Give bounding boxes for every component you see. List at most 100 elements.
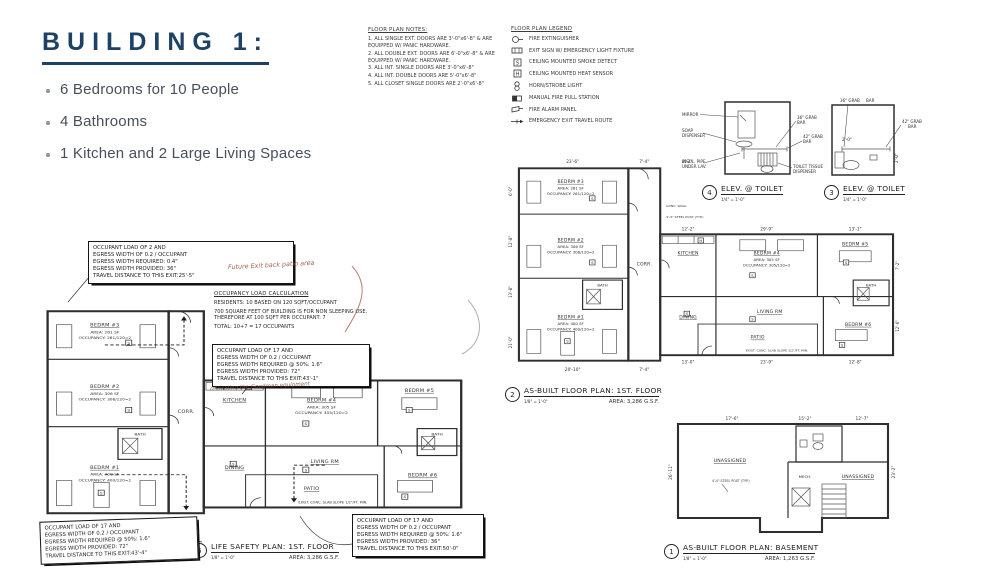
svg-text:BATH: BATH <box>597 284 607 288</box>
svg-text:36" GRAB: 36" GRAB <box>840 98 860 103</box>
life-safety-title: 5 LIFE SAFETY PLAN: 1ST. FLOOR 1/8" = 1'… <box>192 542 339 561</box>
legend-row: HORN/STROBE LIGHT <box>511 81 657 91</box>
as-built-first-floor-plan: S S S S S S S S H BEDRM #3 AREA: 261 SF … <box>508 159 900 372</box>
svg-text:BEDRM #1: BEDRM #1 <box>557 315 583 321</box>
svg-text:H: H <box>699 239 702 243</box>
callout-line: OCCUPANT LOAD OF 2 AND <box>93 245 166 251</box>
svg-text:7'-2": 7'-2" <box>895 261 900 270</box>
legend-label: CEILING MOUNTED HEAT SENSOR <box>529 70 614 77</box>
horn-strobe-icon <box>511 81 524 91</box>
occupancy-calc-line: 700 SQUARE FEET OF BUILDING IS FOR NON S… <box>214 308 368 322</box>
svg-text:MECH.: MECH. <box>799 474 812 479</box>
svg-text:26'-11": 26'-11" <box>668 464 674 480</box>
svg-text:S: S <box>127 341 130 346</box>
svg-text:S: S <box>408 408 411 413</box>
elevation-4-fixtures <box>735 110 788 173</box>
svg-text:S: S <box>232 462 235 467</box>
svg-text:EXIST. CONC. SLAB SLOPE 1/2"/F: EXIST. CONC. SLAB SLOPE 1/2"/FT. MIN. <box>746 349 808 353</box>
callout-line: EGRESS WIDTH REQUIRED: 0.4" <box>93 259 178 266</box>
svg-text:S: S <box>845 261 848 265</box>
note-line: 3. ALL INT. SINGLE DOORS ARE 3'-0"x6'-8" <box>368 65 474 72</box>
detail-number-circle: 3 <box>824 185 839 200</box>
svg-text:CORR.: CORR. <box>637 262 652 268</box>
smoke-detector-symbols: S S S S S S S S H <box>97 339 413 500</box>
legend-row: EXIT SIGN W/ EMERGENCY LIGHT FIXTURE <box>511 46 657 55</box>
basement-title: 1 AS-BUILT FLOOR PLAN: BASEMENT 1/8" = 1… <box>664 543 818 562</box>
bullet-kitchen: 1 Kitchen and 2 Large Living Spaces <box>60 145 311 162</box>
fire-extinguisher-icon <box>511 35 524 44</box>
basement-dimensions: 17'-6" 15'-2" 12'-7" 26'-11" 23'-2" <box>668 416 897 480</box>
svg-text:17'-6": 17'-6" <box>726 416 739 422</box>
svg-text:42" GRAB: 42" GRAB <box>803 134 823 139</box>
drawing-title: LIFE SAFETY PLAN: 1ST. FLOOR <box>211 542 339 553</box>
callout-line: EGRESS WIDTH PROVIDED: 36" <box>357 539 440 546</box>
callout-line: EGRESS WIDTH REQUIRED @ 50%: 1.6" <box>217 362 323 369</box>
svg-text:12'-6": 12'-6" <box>895 320 900 332</box>
svg-text:AREA: 400 SF: AREA: 400 SF <box>90 472 120 477</box>
svg-text:13'-8": 13'-8" <box>508 286 513 298</box>
emergency-exit-travel-routes <box>104 316 325 511</box>
svg-text:CONC. WALK: CONC. WALK <box>666 204 687 208</box>
smoke-detector-symbols: S S S S S S S S H <box>564 195 850 348</box>
legend-label: FIRE EXTINGUISHER <box>529 36 579 43</box>
svg-text:2'-0": 2'-0" <box>894 153 899 163</box>
bullet-bathrooms: 4 Bathrooms <box>60 113 311 130</box>
door-swings <box>628 168 840 356</box>
svg-text:21'-0": 21'-0" <box>508 336 513 348</box>
elevation-4-title: 4 ELEV. @ TOILET 1/4" = 1'-0" <box>702 184 784 202</box>
svg-text:BATH: BATH <box>134 432 145 437</box>
svg-text:OCCUPANCY: 400/120=2: OCCUPANCY: 400/120=2 <box>547 328 595 332</box>
legend-row: MANUAL FIRE PULL STATION <box>511 94 657 103</box>
legend-label: MANUAL FIRE PULL STATION <box>529 95 600 102</box>
svg-text:AREA: 261 SF: AREA: 261 SF <box>558 187 584 191</box>
svg-text:BAR: BAR <box>908 124 917 129</box>
callout-line: EGRESS WIDTH PROVIDED: 72" <box>217 369 300 376</box>
elevation-4-walls <box>724 101 791 175</box>
elevation-3-fixtures <box>834 146 891 170</box>
legend-label: EMERGENCY EXIT TRAVEL ROUTE <box>529 118 613 125</box>
svg-text:BEDRM #5: BEDRM #5 <box>842 241 868 247</box>
svg-text:UNDER LAV.: UNDER LAV. <box>682 164 706 169</box>
plan-furniture <box>526 180 872 356</box>
svg-text:S: S <box>591 197 594 201</box>
svg-text:KITCHEN: KITCHEN <box>678 251 699 257</box>
svg-text:S: S <box>591 261 594 265</box>
svg-text:AREA: 306 SF: AREA: 306 SF <box>90 391 120 396</box>
occupancy-calc-title: OCCUPANCY LOAD CALCULATION <box>214 291 309 297</box>
feature-list: 6 Bedrooms for 10 People 4 Bathrooms 1 K… <box>46 81 311 162</box>
callout-line: EGRESS WIDTH REQUIRED @ 50%: 1.6" <box>357 532 463 539</box>
svg-text:4'-0" STEEL POST (TYP.): 4'-0" STEEL POST (TYP.) <box>712 479 750 483</box>
plan-walls <box>517 167 895 362</box>
svg-text:12'-7": 12'-7" <box>856 416 869 422</box>
svg-text:DISPENSER: DISPENSER <box>793 169 816 174</box>
callout-line: EGRESS WIDTH OF 0.2 / OCCUPANT <box>357 525 452 532</box>
egress-callout-exit-d: OCCUPANT LOAD OF 17 AND EGRESS WIDTH OF … <box>352 514 484 558</box>
callout-line: TRAVEL DISTANCE TO THIS EXIT:43'-1" <box>217 376 319 383</box>
svg-text:BEDRM #2: BEDRM #2 <box>557 238 583 244</box>
floor-plan-notes: FLOOR PLAN NOTES: 1. ALL SINGLE EXT. DOO… <box>368 27 506 89</box>
svg-text:OCCUPANCY: 261/120=2: OCCUPANCY: 261/120=2 <box>547 192 595 196</box>
svg-text:4'-0" STEEL POST (TYP.): 4'-0" STEEL POST (TYP.) <box>666 215 703 219</box>
svg-text:UNASSIGNED: UNASSIGNED <box>842 474 875 480</box>
svg-text:42" GRAB: 42" GRAB <box>902 119 922 124</box>
callout-line: TRAVEL DISTANCE TO THIS EXIT:25'-5" <box>93 273 195 280</box>
egress-callout-exit-b: OCCUPANT LOAD OF 17 AND EGRESS WIDTH OF … <box>212 344 370 388</box>
legend-label: FIRE ALARM PANEL <box>529 106 577 113</box>
drawing-scale: 1/4" = 1'-0" <box>843 196 867 202</box>
plan-dimensions: 23'-6" 7'-4" 8'-2" 12'-2" 29'-9" 13'-1" … <box>508 159 900 372</box>
first-floor-title: 2 AS-BUILT FLOOR PLAN: 1ST. FLOOR 1/8" =… <box>505 386 662 405</box>
bullet-bedrooms: 6 Bedrooms for 10 People <box>60 81 311 98</box>
svg-text:S: S <box>751 274 754 278</box>
egress-callout-exit-c: OCCUPANT LOAD OF 17 AND EGRESS WIDTH OF … <box>39 516 199 566</box>
svg-text:6'-0": 6'-0" <box>508 186 513 195</box>
svg-text:INSUL. PIPE: INSUL. PIPE <box>682 159 706 164</box>
legend-label: HORN/STROBE LIGHT <box>529 82 583 89</box>
svg-text:36" GRAB: 36" GRAB <box>797 115 817 120</box>
svg-text:8'-2": 8'-2" <box>682 159 692 164</box>
svg-text:S: S <box>841 344 844 348</box>
svg-text:7'-4": 7'-4" <box>639 367 649 372</box>
svg-text:S: S <box>305 421 308 426</box>
svg-text:2'-0": 2'-0" <box>842 137 852 142</box>
fire-alarm-panel-icon <box>511 105 524 114</box>
exit-sign-icon <box>511 46 524 55</box>
